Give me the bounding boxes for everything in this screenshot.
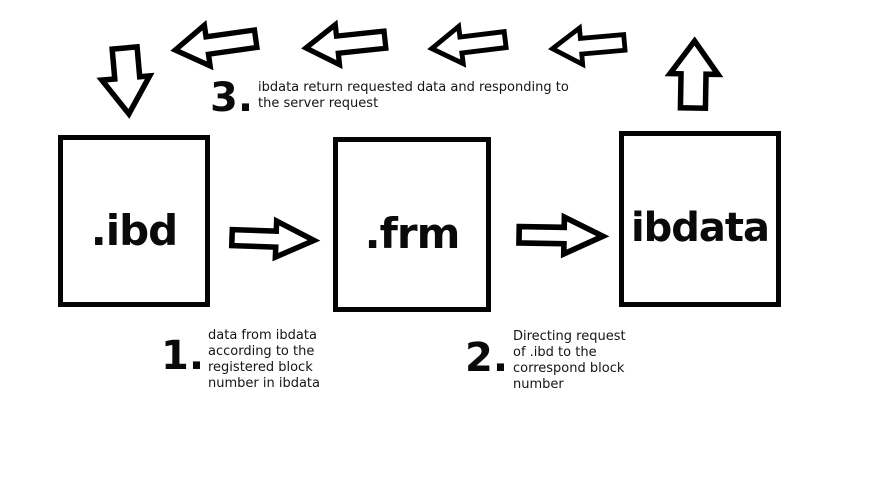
box-ibd-label: .ibd [90,205,178,255]
arrow-left-icon [548,23,628,69]
step-2-line: of .ibd to the [513,345,597,360]
step-2-description: Directing request of .ibd to the corresp… [513,329,626,393]
step-1-description: data from ibdata according to the regist… [208,328,320,392]
step-1-line: data from ibdata [208,328,317,343]
arrow-left-icon [427,21,509,68]
step-3-number: 3. [210,75,254,121]
box-ibd-file: .ibd [58,135,210,307]
step-3-line: the server request [258,96,379,111]
step-2-line: Directing request [513,329,626,344]
arrow-right-icon [228,216,321,262]
step-1-line: number in ibdata [208,376,320,391]
arrow-left-icon [170,19,260,71]
arrow-right-icon [516,212,610,259]
step-1-number: 1. [161,333,205,379]
step-2-line: number [513,377,564,392]
step-1-line: according to the [208,344,315,359]
arrow-left-icon [301,19,389,70]
box-frm-label: .frm [364,209,461,258]
step-2-number: 2. [465,335,509,381]
box-ibdata-file: ibdata [619,131,781,307]
arrow-down-icon [96,43,155,119]
step-1-line: registered block [208,360,313,375]
box-frm-file: .frm [333,137,491,312]
arrow-up-icon [664,36,724,112]
step-3-line: ibdata return requested data and respond… [258,80,569,95]
box-ibdata-label: ibdata [630,205,770,251]
step-2-line: correspond block [513,361,625,376]
step-3-description: ibdata return requested data and respond… [258,80,569,112]
